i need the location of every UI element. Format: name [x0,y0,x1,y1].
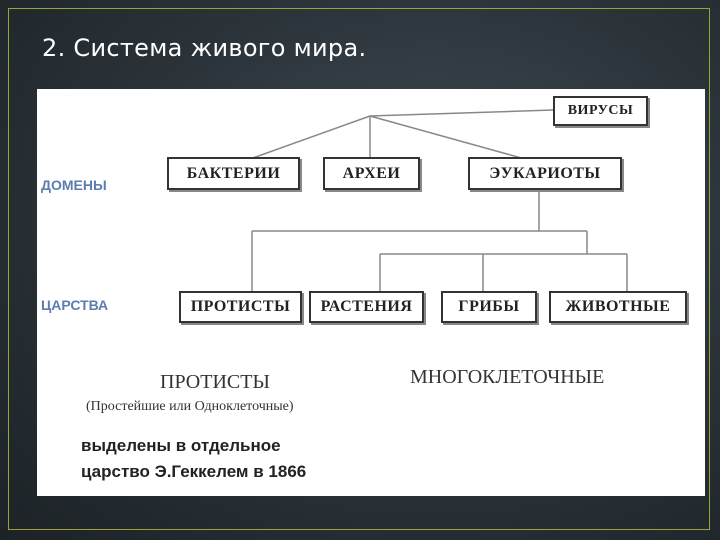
diagram-panel: ВИРУСЫ ДОМЕНЫ БАКТЕРИИ АРХЕИ ЭУКАРИОТЫ Ц… [37,89,705,496]
history-note-line1: выделены в отдельное [81,436,281,455]
slide-frame [8,8,710,530]
root-to-bacteria [249,115,371,160]
viruses-connector [369,109,554,117]
root-to-eukaryotes [369,115,526,160]
animals-box: ЖИВОТНЫЕ [549,291,687,323]
eukaryotes-box: ЭУКАРИОТЫ [468,157,622,190]
kingdoms-label: ЦАРСТВА [41,297,109,313]
fungi-box: ГРИБЫ [441,291,537,323]
domains-label: ДОМЕНЫ [41,177,107,193]
plants-box: РАСТЕНИЯ [309,291,424,323]
bacteria-box: БАКТЕРИИ [167,157,300,190]
slide-title: 2. Система живого мира. [42,34,367,62]
protists-subtitle: (Простейшие или Одноклеточные) [86,399,294,414]
viruses-box: ВИРУСЫ [553,96,648,126]
archaea-box: АРХЕИ [323,157,420,190]
multicellular-heading: МНОГОКЛЕТОЧНЫЕ [410,366,605,388]
protists-heading: ПРОТИСТЫ [160,371,270,393]
protists-box: ПРОТИСТЫ [179,291,302,323]
history-note-line2: царство Э.Геккелем в 1866 [81,462,307,481]
connector-lines [249,109,628,291]
